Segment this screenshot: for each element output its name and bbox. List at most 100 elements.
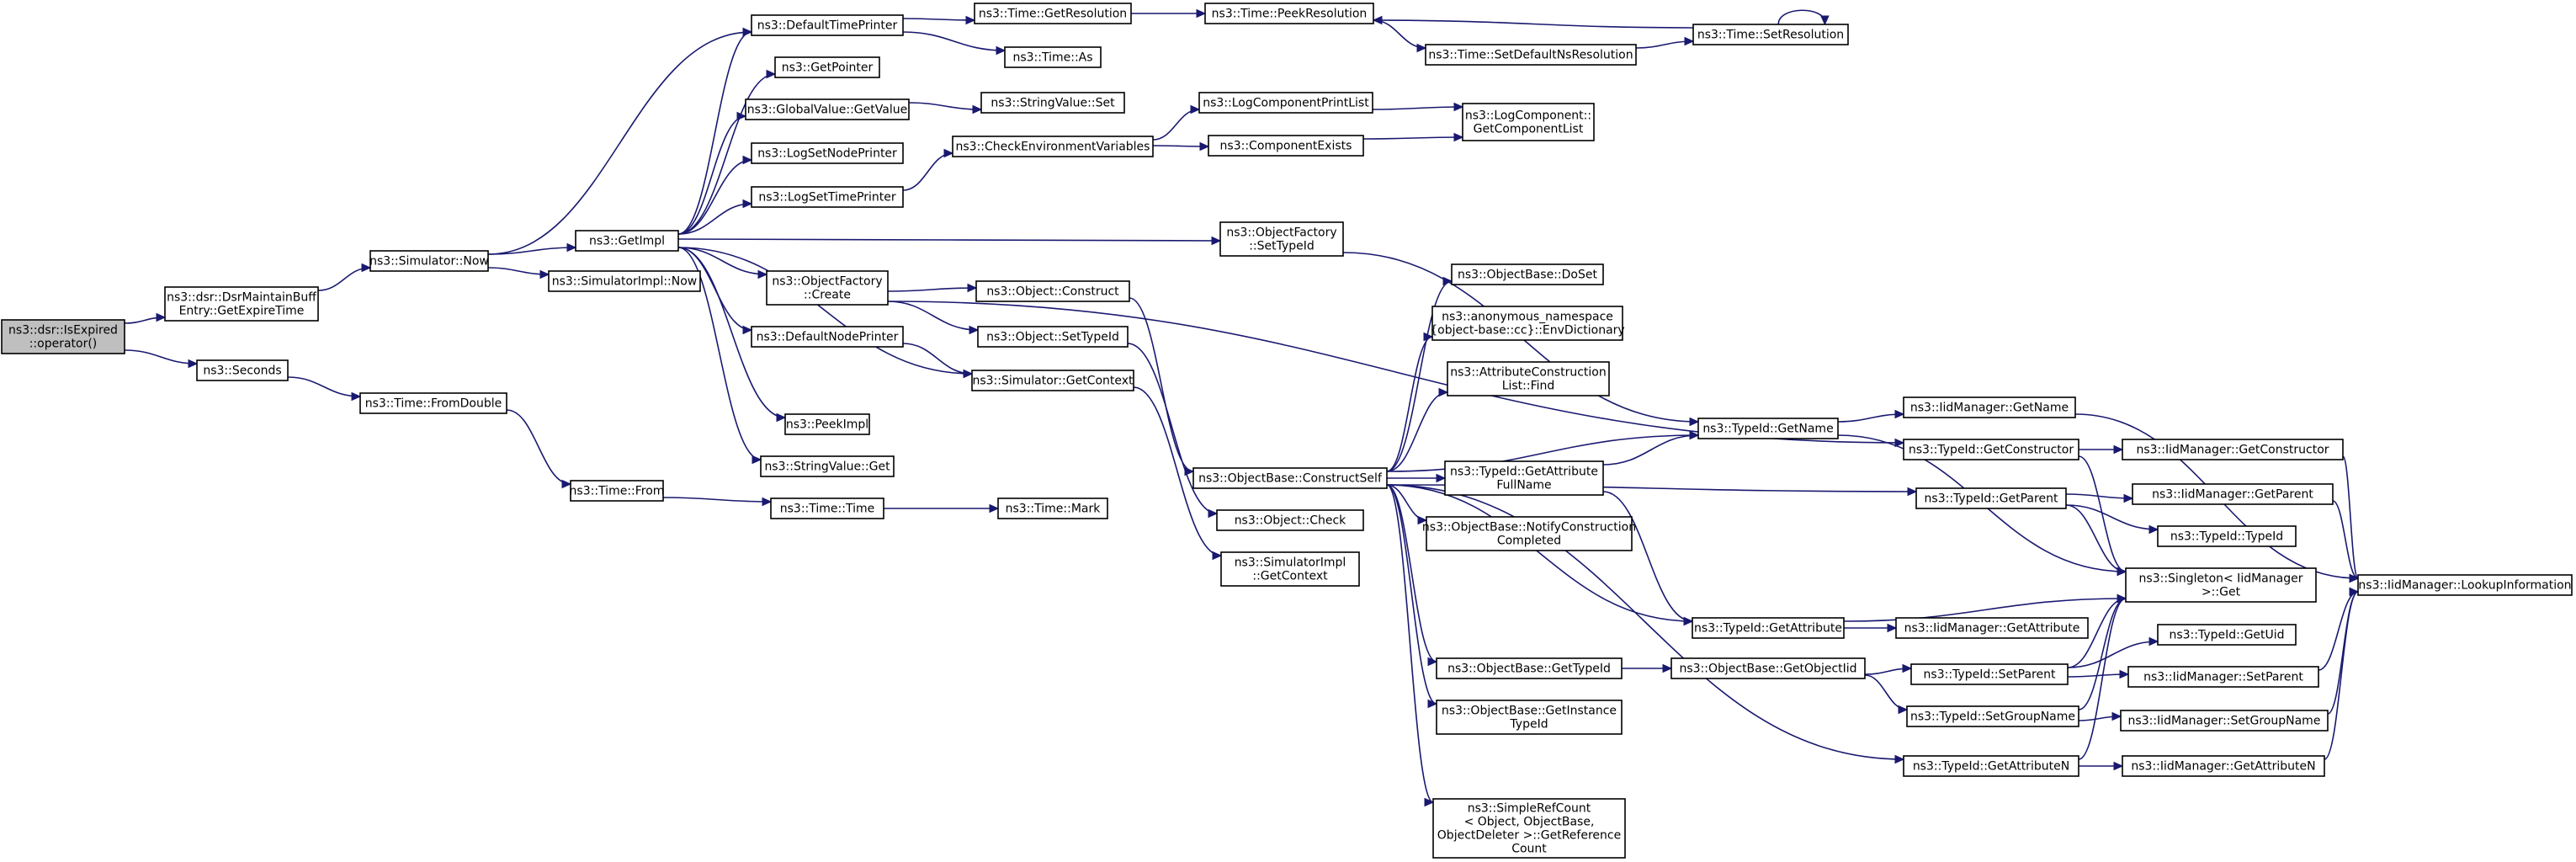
node-getPointer[interactable]: ns3::GetPointer xyxy=(774,56,880,78)
node-logCompPrintList[interactable]: ns3::LogComponentPrintList xyxy=(1198,92,1373,114)
node-typeIdGetAttribute[interactable]: ns3::TypeId::GetAttribute xyxy=(1692,617,1845,639)
node-peekImpl[interactable]: ns3::PeekImpl xyxy=(784,413,870,435)
node-box xyxy=(2120,710,2329,732)
node-box xyxy=(1220,551,1360,587)
node-timeTime[interactable]: ns3::Time::Time xyxy=(770,498,884,519)
edge-arrowhead xyxy=(1684,36,1695,46)
node-typeIdSetGroupName[interactable]: ns3::TypeId::SetGroupName xyxy=(1906,705,2079,727)
node-logSetNode[interactable]: ns3::LogSetNodePrinter xyxy=(751,142,904,164)
edge-arrowhead xyxy=(989,503,1000,513)
node-typeIdGetName[interactable]: ns3::TypeId::GetName xyxy=(1697,418,1839,439)
edge-typeIdGetAttrFullName-to-typeIdGetAttribute xyxy=(1602,491,1694,626)
node-label: ns3::ObjectFactory xyxy=(772,275,882,289)
edge-getImpl-to-logSetNode xyxy=(677,155,753,235)
node-iidGetName[interactable]: ns3::IidManager::GetName xyxy=(1903,396,2076,418)
node-label: ns3::ObjectFactory xyxy=(1226,226,1336,240)
node-compExists[interactable]: ns3::ComponentExists xyxy=(1208,135,1364,157)
edge-arrowhead xyxy=(2117,567,2127,577)
node-typeIdSetParent[interactable]: ns3::TypeId::SetParent xyxy=(1910,663,2069,685)
node-getImpl[interactable]: ns3::GetImpl xyxy=(575,230,679,252)
node-logSetTime[interactable]: ns3::LogSetTimePrinter xyxy=(751,186,904,208)
node-objBaseGetObjectIid[interactable]: ns3::ObjectBase::GetObjectIid xyxy=(1670,657,1866,679)
edge-line xyxy=(1386,484,1904,760)
node-objBaseDoSet[interactable]: ns3::ObjectBase::DoSet xyxy=(1451,263,1604,285)
node-label: Entry::GetExpireTime xyxy=(179,305,305,318)
node-defTimePrinter[interactable]: ns3::DefaultTimePrinter xyxy=(751,14,904,36)
node-root[interactable]: ns3::dsr::IsExpired::operator() xyxy=(1,319,125,354)
node-stringValueSet[interactable]: ns3::StringValue::Set xyxy=(980,92,1125,114)
node-box xyxy=(760,455,895,477)
node-iidLookup[interactable]: ns3::IidManager::LookupInformation xyxy=(2357,574,2573,596)
node-timeGetRes[interactable]: ns3::Time::GetResolution xyxy=(974,3,1132,24)
node-timeSetRes[interactable]: ns3::Time::SetResolution xyxy=(1692,24,1849,45)
node-simNow[interactable]: ns3::Simulator::Now xyxy=(369,250,489,272)
node-box xyxy=(1697,418,1839,439)
edge-line xyxy=(908,102,982,110)
node-box xyxy=(359,392,507,414)
node-timeMark[interactable]: ns3::Time::Mark xyxy=(997,498,1108,519)
node-logCompGetList[interactable]: ns3::LogComponent::GetComponentList xyxy=(1462,103,1595,141)
node-seconds[interactable]: ns3::Seconds xyxy=(196,359,289,381)
node-stringValueGet[interactable]: ns3::StringValue::Get xyxy=(760,455,895,477)
node-box xyxy=(570,480,664,502)
node-objFactSetTypeId[interactable]: ns3::ObjectFactory::SetTypeId xyxy=(1219,221,1344,257)
node-iidGetAttributeN[interactable]: ns3::IidManager::GetAttributeN xyxy=(2122,755,2325,777)
node-simGetContext[interactable]: ns3::Simulator::GetContext xyxy=(971,370,1134,391)
edge-line xyxy=(677,159,752,235)
node-iidGetConstructor[interactable]: ns3::IidManager::GetConstructor xyxy=(2122,439,2344,460)
edge-arrowhead xyxy=(1438,387,1449,397)
edge-line xyxy=(677,247,786,418)
node-objBaseConstructSelf[interactable]: ns3::ObjectBase::ConstructSelf xyxy=(1192,467,1388,489)
node-label: ns3::Object::SetTypeId xyxy=(986,331,1119,344)
node-timeAs[interactable]: ns3::Time::As xyxy=(1004,46,1102,68)
edge-arrowhead xyxy=(752,455,762,465)
node-checkEnv[interactable]: ns3::CheckEnvironmentVariables xyxy=(952,136,1154,157)
node-label: ns3::Time::As xyxy=(1012,51,1092,65)
node-box xyxy=(784,413,870,435)
node-iidSetParent[interactable]: ns3::IidManager::SetParent xyxy=(2127,666,2319,688)
edge-line xyxy=(677,238,1221,242)
node-globalGetValue[interactable]: ns3::GlobalValue::GetValue xyxy=(745,98,910,120)
node-label: ns3::dsr::IsExpired xyxy=(8,324,118,338)
node-objCheck[interactable]: ns3::Object::Check xyxy=(1216,509,1364,531)
node-simImplGetContext[interactable]: ns3::SimulatorImpl::GetContext xyxy=(1220,551,1360,587)
node-simImplNow[interactable]: ns3::SimulatorImpl::Now xyxy=(548,270,701,292)
node-typeIdGetParent[interactable]: ns3::TypeId::GetParent xyxy=(1915,487,2067,509)
node-typeIdGetConstructor[interactable]: ns3::TypeId::GetConstructor xyxy=(1903,439,2079,460)
edge-objBaseConstructSelf-to-typeIdGetAttributeN xyxy=(1386,484,1905,764)
node-singletonGet[interactable]: ns3::Singleton< IidManager>::Get xyxy=(2125,567,2317,603)
node-timeFrom[interactable]: ns3::Time::From xyxy=(570,480,665,502)
node-objBaseGetTypeId[interactable]: ns3::ObjectBase::GetTypeId xyxy=(1436,657,1623,679)
node-iidGetParent[interactable]: ns3::IidManager::GetParent xyxy=(2132,483,2334,505)
node-typeIdGetAttributeN[interactable]: ns3::TypeId::GetAttributeN xyxy=(1903,755,2079,777)
edge-arrowhead xyxy=(2148,636,2159,646)
node-timeSetDefNs[interactable]: ns3::Time::SetDefaultNsResolution xyxy=(1425,44,1637,66)
node-timePeekRes[interactable]: ns3::Time::PeekResolution xyxy=(1204,3,1374,24)
edge-line xyxy=(902,343,973,375)
node-iidSetGroupName[interactable]: ns3::IidManager::SetGroupName xyxy=(2120,710,2329,732)
node-simpleRefCount[interactable]: ns3::SimpleRefCount< Object, ObjectBase,… xyxy=(1432,798,1626,859)
node-timeFromDouble[interactable]: ns3::Time::FromDouble xyxy=(359,392,507,414)
node-iidGetAttribute[interactable]: ns3::IidManager::GetAttribute xyxy=(1895,617,2089,639)
node-notifyConstrCompleted[interactable]: ns3::ObjectBase::NotifyConstructionCompl… xyxy=(1422,516,1636,551)
node-dsrGetExpire[interactable]: ns3::dsr::DsrMaintainBuffEntry::GetExpir… xyxy=(164,286,319,322)
node-anonEnvDict[interactable]: ns3::anonymous_namespace{object-base::cc… xyxy=(1430,306,1625,341)
node-box xyxy=(1425,44,1637,66)
edge-arrowhead xyxy=(2113,444,2124,455)
node-label: ns3::anonymous_namespace xyxy=(1442,311,1613,324)
node-objConstruct[interactable]: ns3::Object::Construct xyxy=(975,280,1130,302)
node-objFactCreate[interactable]: ns3::ObjectFactory::Create xyxy=(766,270,889,306)
node-label: ns3::dsr::DsrMaintainBuff xyxy=(167,291,316,305)
node-label: ns3::TypeId::SetGroupName xyxy=(1910,710,2075,724)
node-typeIdTypeId[interactable]: ns3::TypeId::TypeId xyxy=(2157,525,2297,547)
node-defNodePrinter[interactable]: ns3::DefaultNodePrinter xyxy=(751,326,904,348)
edge-line xyxy=(2342,455,2359,579)
node-objSetTypeId[interactable]: ns3::Object::SetTypeId xyxy=(977,326,1129,348)
node-typeIdGetUid[interactable]: ns3::TypeId::GetUid xyxy=(2157,624,2297,646)
node-box xyxy=(1198,92,1373,114)
edge-arrowhead xyxy=(1442,276,1453,286)
edge-objBaseGetObjectIid-to-typeIdSetParent xyxy=(1864,663,1913,675)
